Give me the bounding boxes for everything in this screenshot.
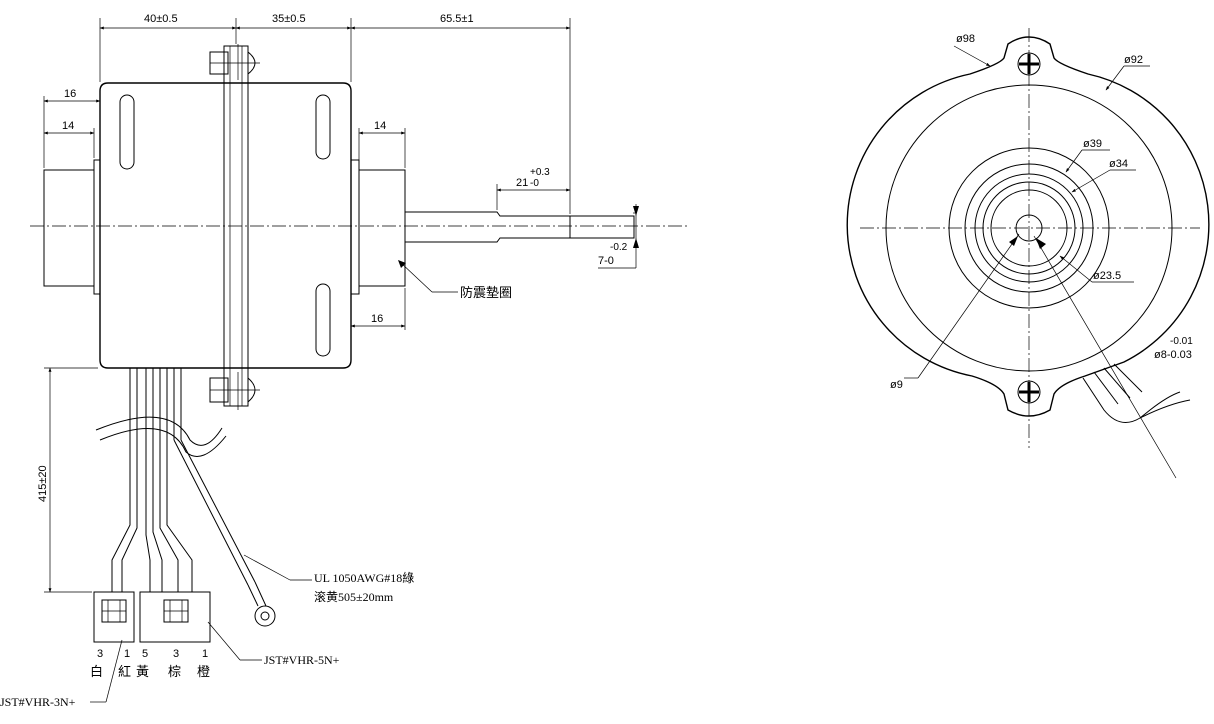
dim-step-tol-lower: -0 (530, 178, 539, 189)
dim-step-length: 21 (516, 177, 528, 189)
pin-3pin-b: 1 (124, 648, 130, 660)
dim-right-hub-14: 14 (374, 120, 386, 132)
shaft (405, 211, 635, 243)
dim-shaft-length: 65.5±1 (440, 13, 474, 25)
motor-housing (99, 45, 352, 407)
connector-5-label: JST#VHR-5N+ (264, 653, 340, 667)
dim-body-width: 40±0.5 (144, 13, 178, 25)
dim-shaft-dia: 7-0 (598, 255, 614, 267)
pin-numbers: 3 1 5 3 1 (97, 648, 208, 660)
dim-step-tol-upper: +0.3 (530, 167, 550, 178)
ground-wire-callout: UL 1050AWG#18綠 滚黄505±20mm (243, 554, 414, 604)
ground-wire-length: 滚黄505±20mm (314, 589, 394, 604)
dim-right-hub-16: 16 (371, 313, 383, 325)
dim-shaft-tol: -0.01 (1170, 336, 1193, 347)
dim-outer-mount: ø98 (956, 33, 975, 45)
shaft-diameter-dimension: -0.2 7-0 (598, 204, 639, 269)
right-hub (350, 159, 406, 295)
pin-5pin-a: 5 (142, 648, 148, 660)
dim-bearing: ø23.5 (1093, 270, 1121, 282)
wire-color-orange: 橙 (197, 665, 210, 680)
dim-left-hub-16: 16 (64, 88, 76, 100)
side-view: 40±0.5 35±0.5 65.5±1 16 14 14 16 (0, 13, 690, 709)
top-dimensions: 40±0.5 35±0.5 65.5±1 (99, 13, 571, 214)
left-hub (43, 159, 101, 295)
dim-shaft-tol: -0.2 (610, 242, 628, 253)
front-view: ø98 ø92 ø39 ø34 ø23.5 -0.01 ø8-0.03 (846, 28, 1210, 479)
lead-length-dimension: 415±20 (37, 367, 98, 593)
connector-5pin (139, 591, 211, 643)
shaft-step-dimension: 21 +0.3 -0 (496, 167, 571, 210)
right-hub-dimensions: 14 16 (350, 120, 406, 330)
wire-color-white: 白 (90, 664, 103, 680)
wire-color-yellow: 黃 (136, 665, 149, 680)
ground-wire-spec: UL 1050AWG#18綠 (314, 571, 414, 585)
dim-flange: 35±0.5 (272, 13, 306, 25)
wire-exit (1082, 363, 1191, 423)
rubber-ring-label: 防震墊圈 (460, 285, 512, 301)
wire-color-red: 紅 (118, 665, 131, 680)
housing-circle (885, 84, 1173, 372)
bottom-bolt (209, 372, 260, 410)
wire-colors: 白 紅 黃 棕 橙 (90, 664, 210, 680)
dim-boss-outer: ø39 (1083, 138, 1102, 150)
dim-lead-length: 415±20 (37, 465, 49, 502)
dim-hole: ø9 (890, 379, 903, 391)
dim-left-hub-14: 14 (62, 120, 74, 132)
front-dimension-leaders: ø98 ø92 ø39 ø34 ø23.5 -0.01 ø8-0.03 (890, 33, 1193, 479)
dim-housing: ø92 (1124, 54, 1143, 66)
dim-boss-inner: ø34 (1109, 158, 1128, 170)
wire-color-brown: 棕 (168, 665, 181, 680)
lead-wires (95, 368, 276, 627)
dim-shaft: ø8-0.03 (1154, 349, 1192, 361)
connector-callouts: JST#VHR-5N+ JST#VHR-3N+ (0, 621, 340, 709)
connector-3pin (93, 591, 135, 643)
connector-3-label: JST#VHR-3N+ (0, 695, 76, 709)
pin-3pin-a: 3 (97, 648, 103, 660)
pin-5pin-c: 1 (202, 648, 208, 660)
top-bolt (209, 44, 260, 80)
left-hub-dimensions: 16 14 (43, 88, 101, 168)
mounting-flange (846, 36, 1210, 417)
pin-5pin-b: 3 (173, 648, 179, 660)
rubber-ring-callout: 防震墊圈 (398, 260, 512, 301)
